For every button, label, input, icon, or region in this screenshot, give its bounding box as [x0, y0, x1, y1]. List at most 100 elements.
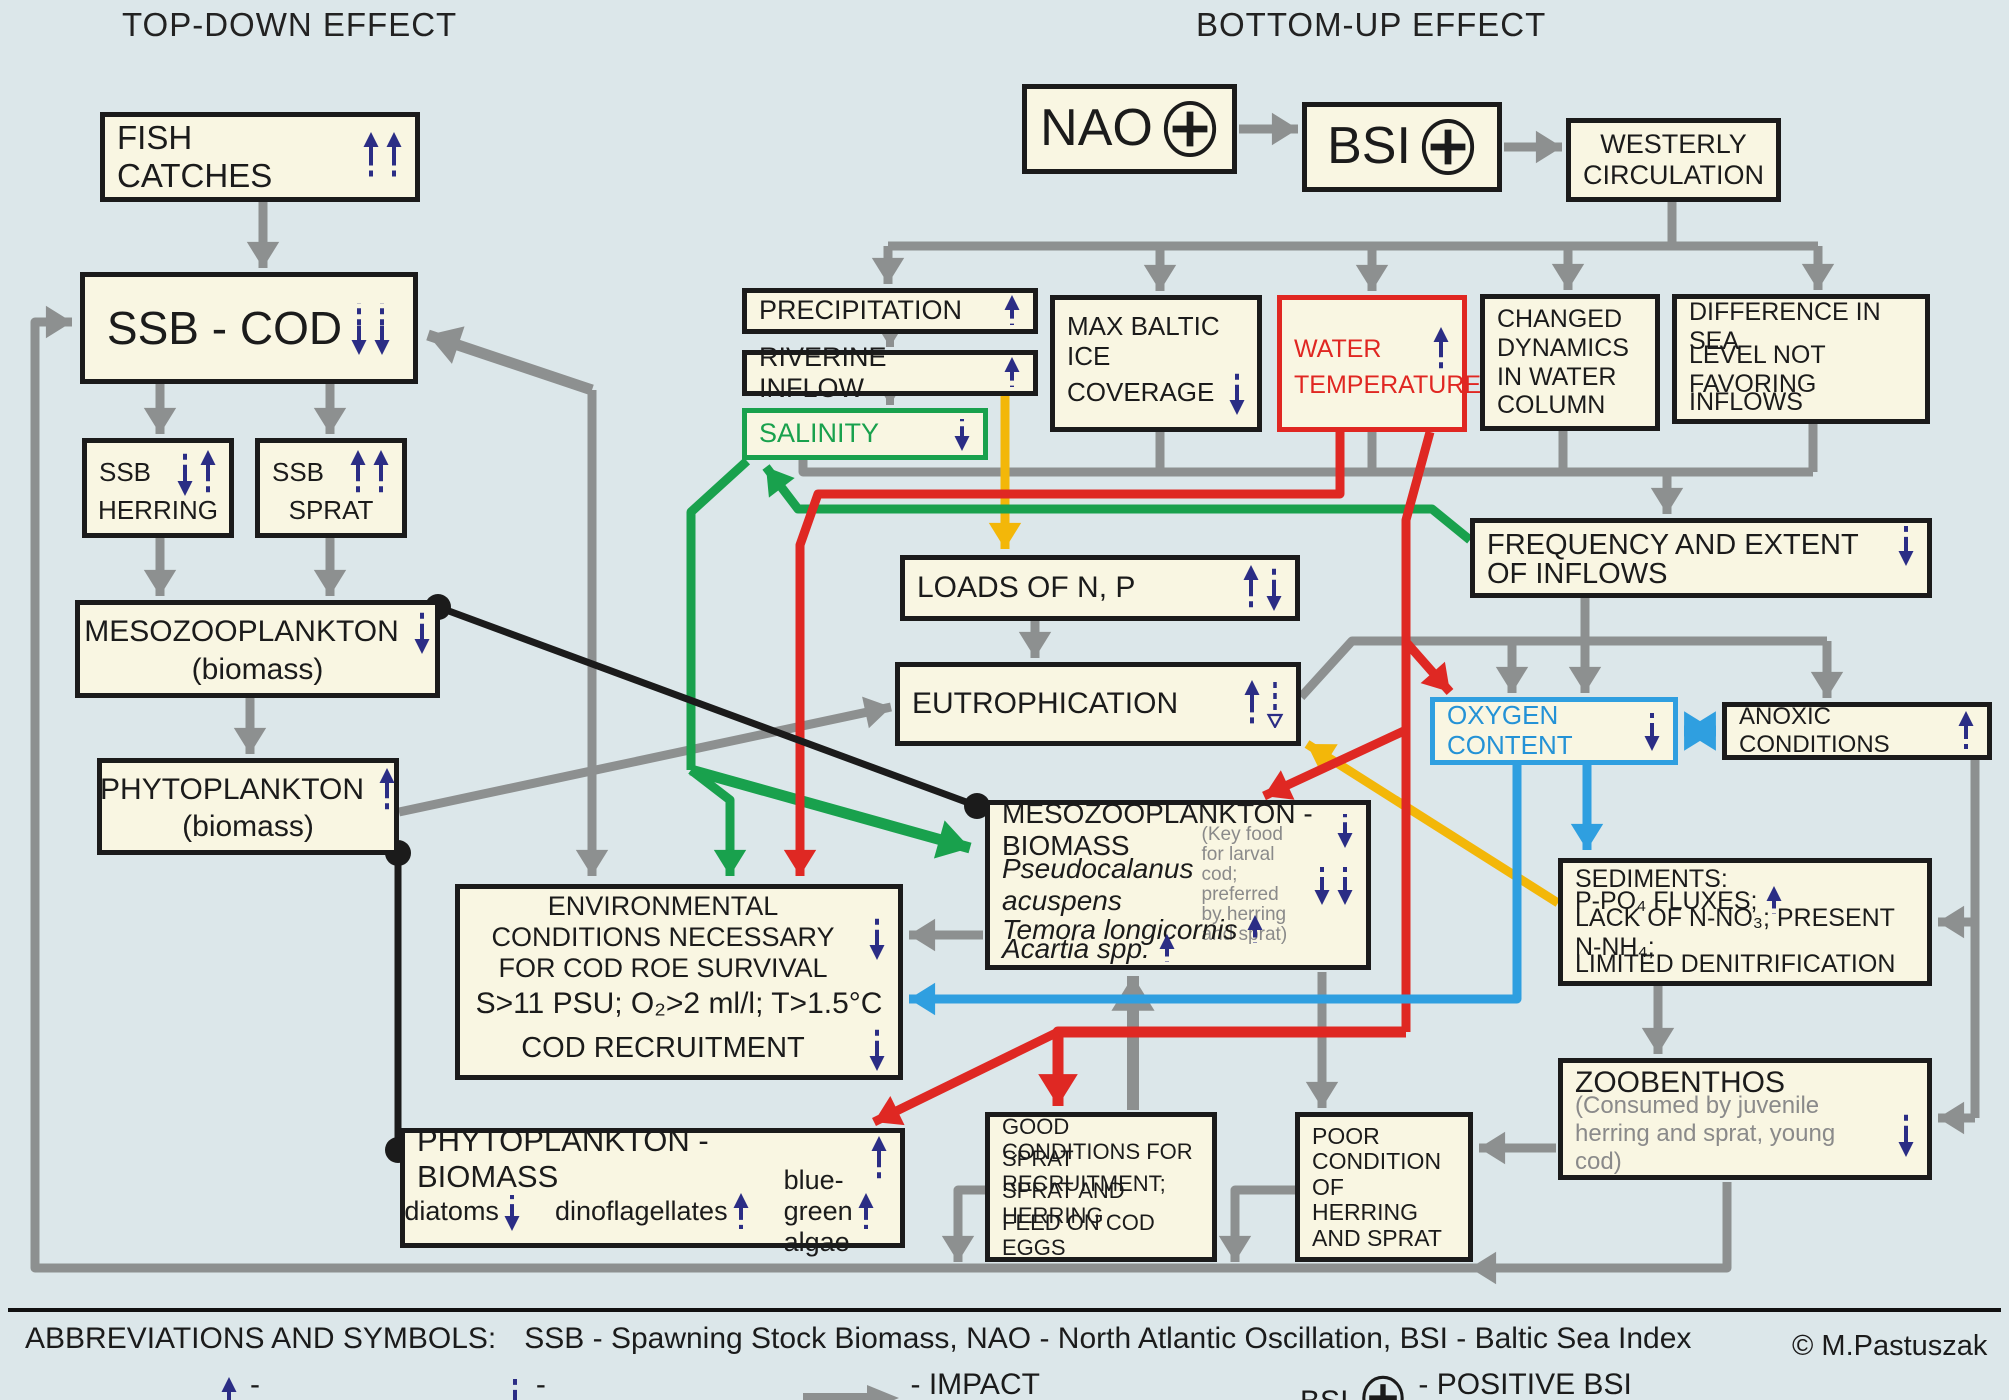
riverine-inflow-box: RIVERINE INFLOW [742, 342, 1038, 403]
eutrophication-label: EUTROPHICATION [912, 686, 1179, 720]
wire-green [686, 457, 751, 770]
bsi-label: BSI [1327, 117, 1411, 176]
legend-bsi-label: - POSITIVE BSI INDEX [1418, 1368, 1632, 1400]
trend-arrows [350, 301, 391, 355]
plus-circle-icon [1421, 118, 1475, 176]
sediments-label: LACK OF N-NO₃; PRESENT N-NH₄; [1575, 904, 1895, 961]
increase-arrow-icon [858, 1192, 874, 1229]
increase-arrow-icon [363, 132, 379, 180]
arrowhead [783, 849, 817, 876]
arrowhead [909, 982, 936, 1016]
increase-arrow-icon [221, 1377, 237, 1400]
fish-catches-box: FISH CATCHES [100, 112, 420, 202]
trend-arrows [343, 450, 390, 496]
poor-condition-herring-sprat-label: HERRING [1312, 1199, 1419, 1226]
increase-arrow-icon [871, 1135, 887, 1180]
arrowhead [1801, 263, 1835, 290]
top-down-effect-title: TOP-DOWN EFFECT [122, 6, 458, 43]
increase-arrow-icon [1243, 565, 1259, 609]
increase-arrow-icon [220, 1377, 238, 1400]
sediments-label: SEDIMENTS: [1575, 865, 1728, 894]
westerly-circulation-label: CIRCULATION [1583, 159, 1765, 190]
trend-arrows [372, 768, 396, 812]
trend-arrows [1891, 1111, 1915, 1157]
impact-arrow-icon [802, 1385, 899, 1400]
decrease-arrow-icon [1337, 867, 1353, 905]
increase-arrow-icon [1433, 327, 1449, 370]
wire-red [872, 1027, 1060, 1127]
trend-arrows [356, 132, 403, 182]
legend-decrease: - DECREASE [506, 1368, 704, 1400]
max-baltic-ice-label: ICE [1067, 340, 1111, 371]
arrowhead [1810, 671, 1844, 698]
decrease-arrow-icon [506, 1377, 524, 1400]
frequency-of-inflows-label: FREQUENCY AND EXTENT [1487, 528, 1859, 561]
increase-arrow-icon [1958, 711, 1974, 749]
decrease-arrow-icon [1898, 526, 1914, 567]
legend-impact: - IMPACT DIRECTIONS [802, 1368, 1202, 1400]
westerly-circulation-label: WESTERLY [1600, 128, 1747, 159]
trend-arrows [947, 417, 971, 451]
good-conditions-sprat-label: GOOD CONDITIONS FOR [1002, 1113, 1193, 1164]
legend-increase: - INCREASE [220, 1368, 407, 1400]
arrowhead [1684, 711, 1716, 751]
wire-gray [398, 702, 892, 817]
legend-abbreviations: ABBREVIATIONS AND SYMBOLS:SSB - Spawning… [25, 1322, 1785, 1356]
sea-level-difference-label: LEVEL NOT FAVORING [1689, 341, 1826, 398]
sea-level-difference-label: INFLOWS [1689, 387, 1803, 416]
phytoplankton-biomass-segment: dinoflagellates [555, 1192, 750, 1231]
arrowhead [575, 849, 609, 876]
environmental-conditions-label: COD RECRUITMENT [521, 1032, 805, 1065]
phytoplankton-biomass-segment-label: diatoms [404, 1195, 499, 1226]
arrowhead [871, 257, 905, 284]
trend-arrows [1765, 885, 1783, 916]
decrease-arrow-icon [1266, 682, 1284, 728]
wire-blue [909, 765, 1522, 1004]
trend-arrows [1637, 711, 1661, 751]
precipitation-box: PRECIPITATION [742, 288, 1038, 334]
loads-of-n-p-box: LOADS OF N, P [900, 555, 1300, 621]
trend-arrows [1236, 565, 1283, 611]
phytoplankton-box: PHYTOPLANKTON(biomass) [97, 758, 399, 855]
decrease-arrow-icon [1229, 373, 1245, 416]
mesozooplankton-box: MESOZOOPLANKTON (biomass) [75, 600, 440, 698]
ssb-herring-label: SSB [99, 457, 152, 488]
fish-catches-label: FISH CATCHES [117, 119, 273, 194]
trend-arrows [862, 916, 886, 960]
arrowhead [1355, 264, 1389, 291]
environmental-conditions-box: ENVIRONMENTAL CONDITIONS NECESSARY FOR C… [455, 884, 903, 1080]
mesozooplankton-label: (biomass) [191, 653, 324, 687]
sediments-label: LIMITED DENITRIFICATION [1575, 950, 1896, 979]
arrowhead [933, 820, 970, 859]
arrowhead [862, 696, 891, 729]
increase-arrow-icon [379, 768, 395, 811]
decrease-arrow-icon [414, 612, 430, 655]
arrowhead [1271, 112, 1298, 146]
bsi-box: BSI [1302, 102, 1502, 192]
wire-black [436, 603, 979, 810]
changed-dynamics-label: CHANGED [1497, 305, 1623, 333]
wire-green [762, 464, 1473, 544]
mesozooplankton-label: MESOZOOPLANKTON [84, 615, 399, 649]
max-baltic-ice-label: MAX BALTIC [1067, 310, 1220, 341]
trend-arrows [997, 357, 1021, 389]
arrowhead [313, 407, 347, 434]
arrowhead [1938, 1101, 1965, 1135]
poor-condition-herring-sprat-label: POOR [1312, 1122, 1380, 1149]
environmental-conditions-label: S>11 PSU; O₂>2 ml/l; T>1.5°C [475, 987, 883, 1021]
changed-dynamics-label: DYNAMICS [1497, 333, 1629, 362]
decrease-arrow-icon [177, 452, 193, 497]
wire-gray [798, 460, 1813, 477]
arrowhead [1641, 1027, 1675, 1054]
anoxic-conditions-box: ANOXIC CONDITIONS [1722, 702, 1992, 760]
ssb-cod-box: SSB - COD [80, 272, 418, 384]
nao-label: NAO [1040, 99, 1153, 158]
decrease-arrow-icon [504, 1194, 520, 1231]
nao-box: NAO [1022, 84, 1237, 174]
phytoplankton-biomass-label: PHYTOPLANKTON - BIOMASS [417, 1122, 709, 1194]
